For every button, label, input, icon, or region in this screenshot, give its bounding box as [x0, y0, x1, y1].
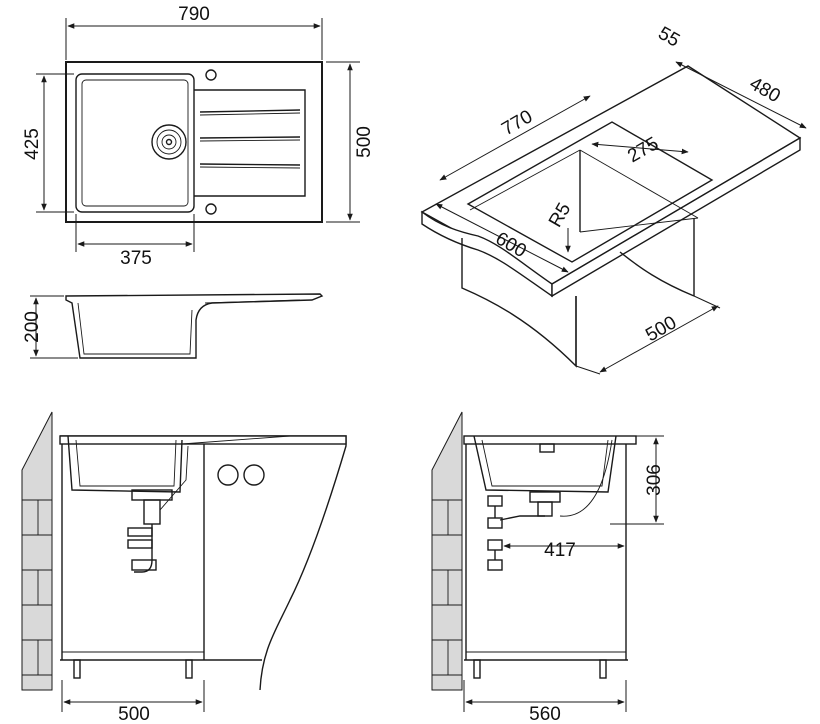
dim-500-top: 500	[354, 126, 375, 158]
dim-417: 417	[544, 540, 576, 561]
side-section: 306 417 560	[431, 411, 665, 724]
profile-view: 200	[22, 293, 324, 359]
front-section: 500	[21, 411, 347, 724]
top-view: 790 500 425 375	[22, 4, 375, 269]
dim-790: 790	[178, 4, 210, 25]
dim-770: 770	[498, 106, 536, 140]
wall-side	[431, 411, 463, 691]
drainer-outline	[194, 89, 306, 197]
dim-375: 375	[120, 248, 152, 269]
dim-306: 306	[644, 464, 665, 496]
overflow-icon	[205, 203, 217, 215]
dim-iso-500: 500	[642, 312, 680, 346]
dim-front-500: 500	[118, 704, 150, 724]
pipe-hole-icon	[217, 464, 239, 486]
sink-profile	[65, 293, 324, 359]
dim-200: 200	[22, 311, 43, 343]
dim-425: 425	[22, 128, 43, 160]
dim-560: 560	[529, 704, 561, 724]
tap-hole-icon	[205, 69, 217, 81]
bowl-outline	[75, 73, 195, 213]
isometric-view: 500 770 55 480 275 R5 600	[420, 23, 807, 375]
dim-480: 480	[746, 73, 784, 107]
wall	[21, 411, 53, 691]
drain-icon	[151, 124, 187, 160]
pipe-hole-icon-2	[243, 464, 265, 486]
dim-55: 55	[654, 23, 683, 52]
